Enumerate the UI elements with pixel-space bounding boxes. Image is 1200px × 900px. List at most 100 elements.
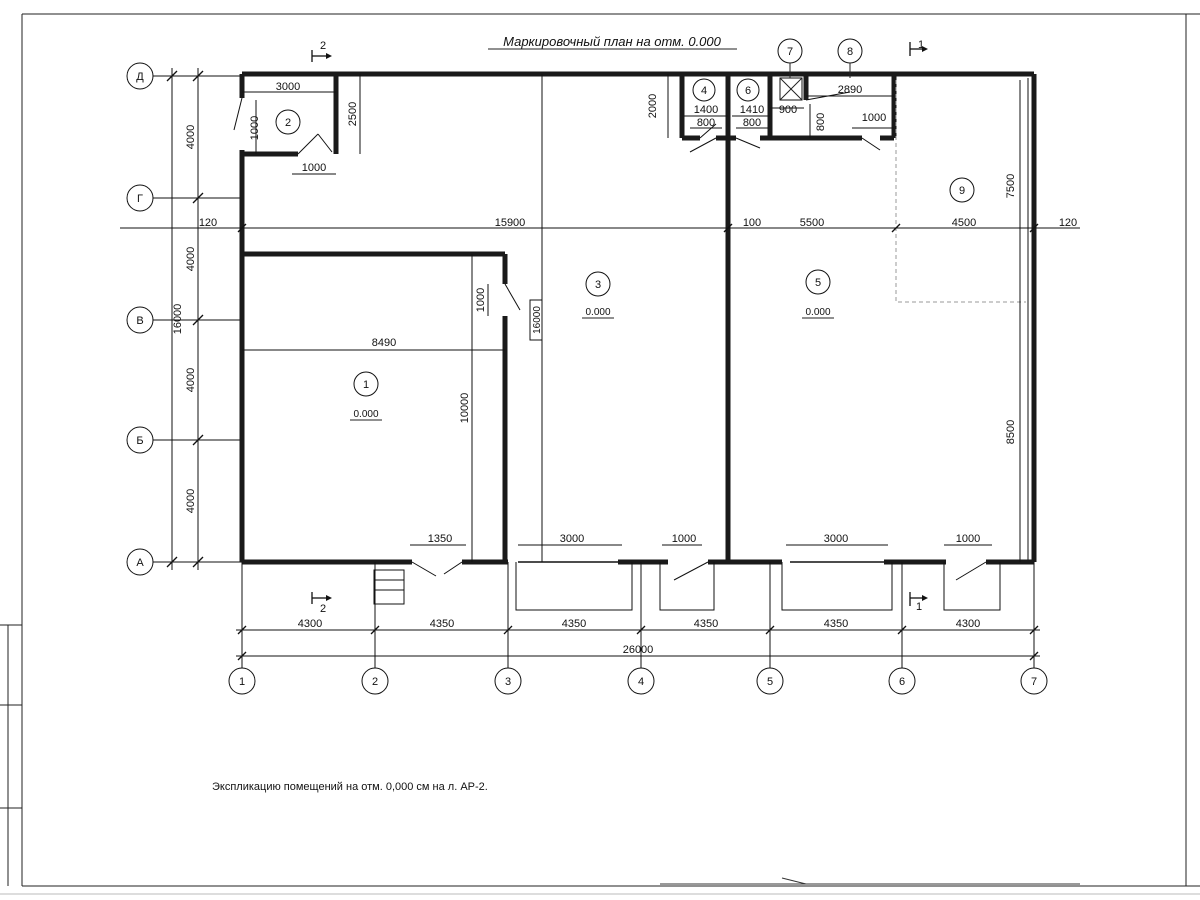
dim-15900: 15900 <box>495 217 526 229</box>
dim-8490: 8490 <box>372 337 396 349</box>
left-dimension-chain <box>166 68 204 570</box>
dim-bay-5: 4350 <box>824 618 848 630</box>
svg-text:2: 2 <box>320 603 326 615</box>
svg-text:6: 6 <box>899 676 905 688</box>
room-6-label: 6 <box>736 78 760 102</box>
dim-2000: 2000 <box>647 94 659 118</box>
dim-900: 900 <box>779 104 797 116</box>
svg-text:1: 1 <box>363 379 369 391</box>
svg-text:1: 1 <box>239 676 245 688</box>
svg-text:1: 1 <box>918 39 924 51</box>
dim-800-v: 800 <box>815 113 827 131</box>
number-axis-4: 4 <box>627 562 655 695</box>
svg-text:7: 7 <box>1031 676 1037 688</box>
svg-text:5: 5 <box>815 277 821 289</box>
dim-1410: 1410 <box>740 104 764 116</box>
svg-text:2: 2 <box>372 676 378 688</box>
interior-dimension-lines <box>120 74 1080 562</box>
dim-10000: 10000 <box>459 393 471 424</box>
room-8-label: 8 <box>837 38 863 78</box>
svg-text:Д: Д <box>136 71 144 83</box>
walls <box>239 71 1037 565</box>
room-9-label: 9 <box>949 177 975 203</box>
room-7-shaft-cross <box>779 77 803 101</box>
section-mark-1-bottom: 1 <box>909 592 928 613</box>
svg-text:2: 2 <box>320 40 326 52</box>
explication-note: Экспликацию помещений на отм. 0,000 см н… <box>212 781 488 793</box>
dim-5500: 5500 <box>800 217 824 229</box>
svg-text:0.000: 0.000 <box>585 307 610 318</box>
letter-axis-v: В <box>126 306 242 334</box>
dim-bay-2: 4350 <box>430 618 454 630</box>
dim-bot-1000-a: 1000 <box>672 533 696 545</box>
room-1-label: 1 0.000 <box>350 371 382 421</box>
svg-text:7: 7 <box>787 46 793 58</box>
section-mark-1-top: 1 <box>909 39 928 56</box>
drawing-title: Маркировочный план на отм. 0.000 <box>503 34 722 49</box>
number-axis-1: 1 <box>228 562 256 695</box>
number-axis-7: 7 <box>1020 562 1048 695</box>
dim-left-4000-2: 4000 <box>185 247 197 271</box>
svg-text:16000: 16000 <box>532 306 543 334</box>
dim-bot-3000-b: 3000 <box>824 533 848 545</box>
svg-text:8: 8 <box>847 46 853 58</box>
dim-1400: 1400 <box>694 104 718 116</box>
number-axis-5: 5 <box>756 562 784 695</box>
room-9-outline <box>895 80 1026 303</box>
svg-text:Г: Г <box>137 193 143 205</box>
dim-left-4000-1: 4000 <box>185 125 197 149</box>
dim-120-left: 120 <box>199 217 217 229</box>
letter-axis-b: Б <box>126 426 242 454</box>
section-mark-2-bottom: 2 <box>311 592 332 615</box>
dim-100: 100 <box>743 217 761 229</box>
svg-text:1: 1 <box>916 601 922 613</box>
dim-room2-2500: 2500 <box>347 102 359 126</box>
dim-1000-r: 1000 <box>862 112 886 124</box>
entrance-platforms <box>373 562 1001 611</box>
svg-text:0.000: 0.000 <box>805 307 830 318</box>
dim-left-total: 16000 <box>172 304 184 335</box>
dim-room2-1000-v: 1000 <box>249 116 261 140</box>
dim-bottom-total: 26000 <box>623 644 654 656</box>
svg-text:4: 4 <box>638 676 644 688</box>
svg-text:5: 5 <box>767 676 773 688</box>
room-7-label: 7 <box>777 38 803 78</box>
dim-120-right: 120 <box>1059 217 1077 229</box>
svg-text:3: 3 <box>505 676 511 688</box>
dim-8500: 8500 <box>1005 420 1017 444</box>
dim-room2-3000: 3000 <box>276 81 300 93</box>
dim-left-4000-4: 4000 <box>185 489 197 513</box>
doors <box>233 91 987 581</box>
letter-axis-d: Д <box>126 62 242 90</box>
dim-room1-1000: 1000 <box>475 288 487 312</box>
section-mark-2-top: 2 <box>311 40 332 62</box>
room-4-label: 4 <box>692 78 716 102</box>
svg-text:4: 4 <box>701 85 707 97</box>
dim-bay-6: 4300 <box>956 618 980 630</box>
dim-bay-4: 4350 <box>694 618 718 630</box>
dim-room2-1000-h: 1000 <box>302 162 326 174</box>
letter-axis-g: Г <box>126 184 242 212</box>
dim-bay-1: 4300 <box>298 618 322 630</box>
svg-text:2: 2 <box>285 117 291 129</box>
dim-bot-1000-b: 1000 <box>956 533 980 545</box>
room-5-label: 5 0.000 <box>802 269 834 319</box>
svg-text:6: 6 <box>745 85 751 97</box>
letter-axis-a: А <box>126 548 242 576</box>
dim-2890: 2890 <box>838 84 862 96</box>
dim-800-a: 800 <box>697 117 715 129</box>
svg-text:3: 3 <box>595 279 601 291</box>
svg-text:9: 9 <box>959 185 965 197</box>
dim-left-4000-3: 4000 <box>185 368 197 392</box>
dim-bot-3000-a: 3000 <box>560 533 584 545</box>
dim-1350: 1350 <box>428 533 452 545</box>
number-axis-6: 6 <box>888 562 916 695</box>
stamp-bottom-fragment <box>660 877 1080 885</box>
dim-800-b: 800 <box>743 117 761 129</box>
dim-4500: 4500 <box>952 217 976 229</box>
dim-bay-3: 4350 <box>562 618 586 630</box>
svg-text:В: В <box>136 315 143 327</box>
svg-text:Б: Б <box>136 435 143 447</box>
svg-text:А: А <box>136 557 144 569</box>
